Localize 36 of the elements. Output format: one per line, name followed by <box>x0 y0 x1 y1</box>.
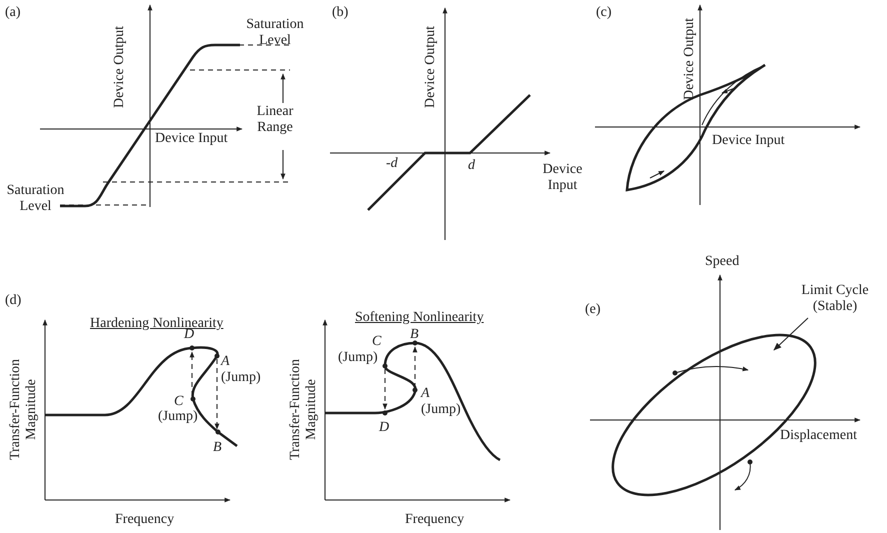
panel-label: (c) <box>596 5 612 21</box>
range-label: Linear Range <box>256 104 294 136</box>
axis-title: Device Input <box>155 131 228 147</box>
point-label: A <box>421 386 430 402</box>
plot-title: Softening Nonlinearity <box>355 310 484 326</box>
point-label: B <box>410 327 419 343</box>
axis-title: Displacement <box>780 428 857 444</box>
axis-label: d <box>468 158 475 174</box>
axis-title: Frequency <box>115 512 174 528</box>
panel-label: (b) <box>332 5 348 21</box>
axis-title: Device Output <box>112 26 128 108</box>
axis-annotation: Saturation Level <box>245 17 305 49</box>
point-label: B <box>213 440 222 456</box>
axis-title: Device Input <box>542 162 584 194</box>
axis-title: Speed <box>705 254 740 270</box>
annotation: (Jump) <box>338 350 378 366</box>
panel-label: (a) <box>5 5 21 21</box>
axis-label: -d <box>386 156 398 172</box>
panel-label: (e) <box>585 302 601 318</box>
axis-title: Device Input <box>712 133 785 149</box>
annotation: (Jump) <box>421 402 461 418</box>
axis-title: Device Output <box>423 26 439 108</box>
axis-title: Device Output <box>682 18 698 100</box>
curve-label: Limit Cycle (Stable) <box>790 283 880 315</box>
axis-title: Transfer-Function Magnitude <box>8 358 40 462</box>
point-label: D <box>379 420 390 436</box>
panel-label: (d) <box>5 293 22 309</box>
leader-line <box>773 318 808 351</box>
axis-title: Frequency <box>405 512 464 528</box>
annotation: (Jump) <box>158 409 198 425</box>
annotation: (Jump) <box>221 370 261 386</box>
point-label: A <box>221 354 230 370</box>
point-label: C <box>174 394 184 410</box>
point-label: C <box>372 334 382 350</box>
axis-annotation: Saturation Level <box>6 183 66 215</box>
axis-title: Transfer-Function Magnitude <box>288 358 320 462</box>
